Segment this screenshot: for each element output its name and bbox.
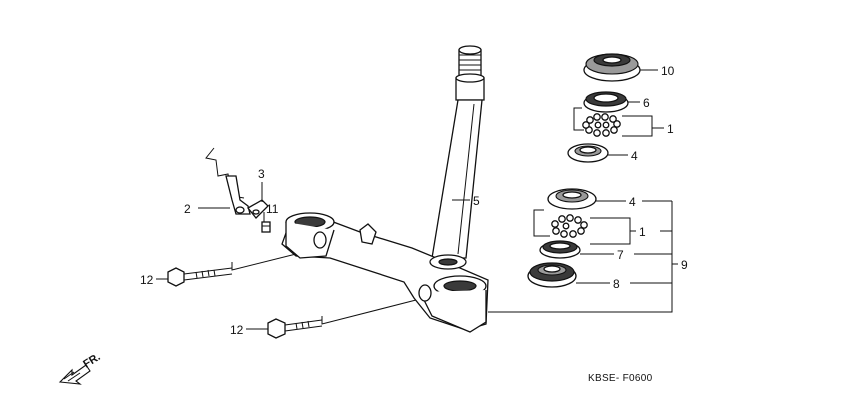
top-ball-race-lower	[547, 188, 597, 210]
callout-4-lower: 4	[629, 195, 636, 209]
callout-9: 9	[681, 258, 688, 272]
callout-10: 10	[661, 64, 675, 78]
callout-1-lower: 1	[639, 225, 646, 239]
lower-steel-balls	[551, 214, 588, 238]
callout-11: 11	[266, 202, 279, 216]
callout-3: 3	[258, 167, 265, 181]
top-cone-race	[583, 91, 629, 113]
callout-12-upper: 12	[140, 273, 154, 287]
pinch-bolt-upper	[167, 267, 233, 287]
callout-1-upper: 1	[667, 122, 674, 136]
bottom-cone-race	[539, 240, 581, 259]
callout-7: 7	[617, 248, 624, 262]
leader-lines	[156, 69, 678, 330]
front-direction-arrow-icon	[58, 364, 91, 385]
cable-guide-bracket	[205, 147, 251, 215]
steering-stem	[431, 45, 485, 259]
callout-8: 8	[613, 277, 620, 291]
pinch-bolt-lower	[267, 318, 323, 339]
bracket-clip	[247, 199, 269, 219]
dust-seal	[527, 262, 577, 288]
callout-5: 5	[473, 194, 480, 208]
callout-6: 6	[643, 96, 650, 110]
steering-stem-nut	[583, 53, 641, 82]
callout-2: 2	[184, 202, 191, 216]
top-ball-race-upper	[567, 143, 609, 163]
callout-4-upper: 4	[631, 149, 638, 163]
callout-12-lower: 12	[230, 323, 244, 337]
bottom-bridge	[281, 212, 489, 333]
diagram-code: KBSE- F0600	[588, 373, 653, 384]
bracket-screw	[261, 221, 271, 233]
upper-steel-balls	[582, 113, 621, 137]
